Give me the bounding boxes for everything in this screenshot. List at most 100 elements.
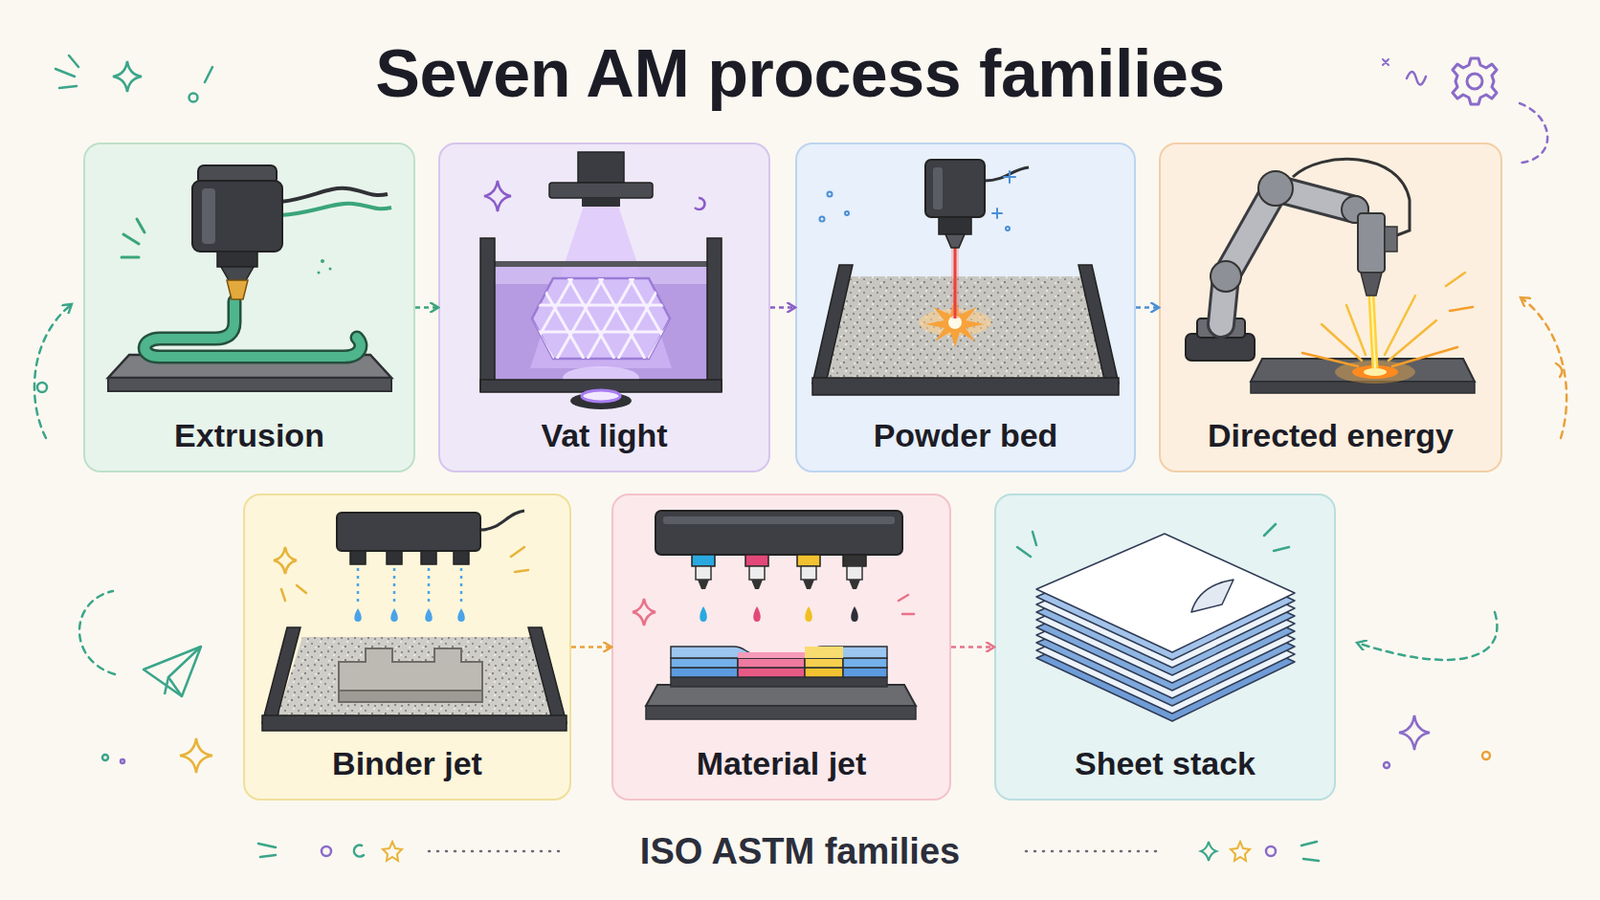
- bottom-sparkles-part: [1383, 762, 1390, 769]
- projector-column: [577, 152, 624, 183]
- side-arrows-part: [37, 382, 47, 393]
- caption-ornaments-part: [258, 844, 276, 858]
- sparkle-dots: [820, 171, 1017, 231]
- side-arrows: [34, 297, 1567, 675]
- caption-ornaments-part: [1301, 842, 1319, 862]
- title-sparkles: [55, 55, 213, 103]
- sparkles-part: [514, 570, 529, 573]
- nozzles-part: [421, 551, 437, 565]
- light-source-lens: [581, 390, 621, 402]
- side-arrows-part: [34, 304, 72, 439]
- sparks-part: [1449, 307, 1473, 312]
- brass-nozzle: [226, 280, 248, 300]
- corner-doodles-part: [1382, 59, 1389, 66]
- title-sparkles-part: [55, 68, 75, 77]
- ink-drops-part: [850, 606, 859, 623]
- lattice-lines-part: [524, 331, 678, 334]
- deposition-head: [1357, 213, 1385, 273]
- caption-ornaments-part: [321, 846, 332, 857]
- laser-head: [925, 159, 985, 218]
- print-head-shine: [663, 516, 895, 525]
- sheet: [1036, 595, 1295, 714]
- side-arrows-part: [1555, 363, 1562, 378]
- sparkle-dots-part: [1003, 171, 1016, 183]
- nozzle-tips-part: [802, 579, 815, 590]
- bottom-sparkles-part: [1482, 752, 1490, 760]
- head-side-box: [1384, 226, 1398, 252]
- flow-arrow: [415, 306, 439, 310]
- nozzles-part: [386, 551, 402, 565]
- sparks-part: [1445, 272, 1466, 287]
- paper-plane: [143, 646, 201, 697]
- layered-part-part: [670, 667, 738, 678]
- caption-ornaments-part: [428, 850, 567, 854]
- sheet: [1036, 572, 1295, 691]
- caption-ornaments-part: [382, 842, 402, 862]
- laser-spot: [948, 315, 962, 330]
- projector-lens: [581, 198, 621, 207]
- sparkle-lines-part: [1273, 547, 1289, 552]
- nozzle-tips: [697, 579, 861, 590]
- process-card: Extrusion: [83, 142, 416, 473]
- head-cable: [480, 511, 525, 531]
- directed-energy-illustration: [1185, 158, 1475, 394]
- extruder-body: [192, 180, 283, 252]
- layered-part-part: [670, 658, 738, 668]
- lattice-lines-part: [618, 278, 665, 359]
- process-label: Powder bed: [797, 418, 1134, 453]
- wire: [280, 203, 392, 216]
- sheet: [1036, 556, 1295, 676]
- binder-streams: [357, 568, 462, 607]
- flow-connector: [770, 307, 796, 309]
- lattice-lines: [495, 278, 707, 359]
- title-sparkles-part: [68, 55, 79, 67]
- nozzles-part: [453, 551, 469, 565]
- nozzles-part: [350, 551, 366, 565]
- laser-tip: [945, 234, 965, 248]
- corner-doodles-part: [1406, 71, 1426, 86]
- bottom-sparkles-part: [1399, 715, 1430, 751]
- print-head: [336, 512, 481, 552]
- binder-streams-part: [460, 568, 464, 607]
- process-card: Directed energy: [1158, 142, 1503, 473]
- sparkle-lines: [1017, 524, 1289, 557]
- sheet: [1036, 549, 1295, 668]
- sparks-part: [1321, 324, 1362, 361]
- flow-arrow: [571, 645, 612, 649]
- sparkle: [632, 599, 656, 626]
- ink-drops-part: [753, 606, 761, 623]
- paper-plane-part: [143, 646, 201, 697]
- robot-arm: [1221, 188, 1356, 325]
- ink-drops: [699, 606, 859, 623]
- powder-bed-illustration: [812, 159, 1119, 396]
- binder-drops-part: [354, 608, 362, 623]
- vat-wall: [480, 238, 495, 392]
- sparks-part: [1302, 353, 1358, 367]
- extruder-shine: [201, 188, 216, 245]
- nozzle-bodies-part: [800, 566, 817, 580]
- bed-wall: [262, 627, 301, 724]
- build-plate: [108, 355, 392, 378]
- sparks-part: [1346, 305, 1366, 356]
- vat-floor: [480, 379, 722, 393]
- nozzle-tips-part: [848, 579, 861, 590]
- layered-part-part: [737, 658, 805, 668]
- lattice-lines-part: [507, 278, 554, 359]
- flow-arrow: [951, 645, 995, 649]
- powder-texture: [277, 637, 552, 716]
- dust-dots-part: [320, 259, 325, 264]
- bottom-sparkles: [102, 715, 1490, 774]
- sparks-part: [1384, 295, 1416, 356]
- nozzle-collars: [691, 555, 867, 567]
- gear-icon: [1452, 58, 1497, 105]
- layered-part-part: [804, 658, 844, 668]
- light-source: [570, 392, 632, 410]
- vat-wall: [707, 238, 722, 392]
- process-label: Binder jet: [244, 746, 570, 781]
- laser-beam: [954, 245, 957, 319]
- sheet: [1036, 541, 1295, 661]
- melt-pool: [1352, 365, 1399, 379]
- wire: [280, 188, 388, 202]
